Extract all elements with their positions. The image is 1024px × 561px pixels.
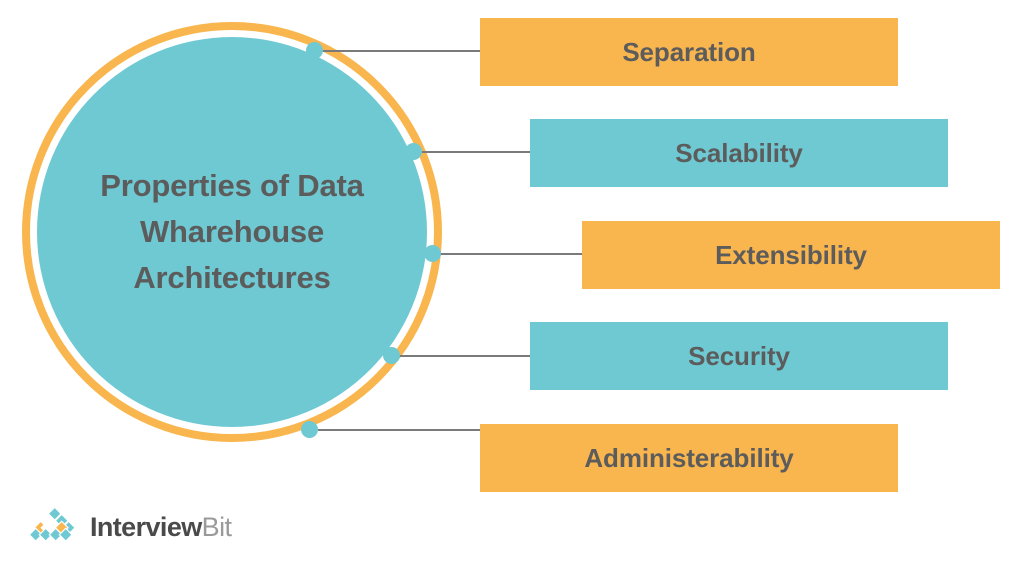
branch-label-security: Security	[688, 340, 790, 371]
connector-dot-separation	[306, 42, 323, 59]
wordmark-bit: Bit	[201, 511, 232, 542]
connector-line-administerability	[318, 429, 482, 431]
branch-bar-separation[interactable]: Separation	[480, 18, 898, 86]
connector-dot-administerability	[301, 421, 318, 438]
branch-label-administerability: Administerability	[584, 442, 794, 473]
interviewbit-diamond-pyramid-icon	[30, 507, 76, 542]
circle-inner-fill: Properties of Data Wharehouse Architectu…	[37, 37, 427, 427]
branch-bar-security[interactable]: Security	[530, 322, 948, 390]
connector-line-separation	[322, 50, 482, 52]
connector-line-security	[398, 355, 532, 357]
branch-bar-extensibility[interactable]: Extensibility	[582, 221, 1000, 289]
connector-dot-extensibility	[424, 245, 441, 262]
center-circle-group: Properties of Data Wharehouse Architectu…	[22, 22, 442, 442]
branch-bar-scalability[interactable]: Scalability	[530, 119, 948, 187]
connector-line-scalability	[420, 151, 532, 153]
connector-line-extensibility	[440, 253, 582, 255]
branch-label-scalability: Scalability	[675, 137, 803, 168]
branch-label-extensibility: Extensibility	[715, 239, 867, 270]
connector-dot-security	[383, 347, 400, 364]
circle-outer-ring	[22, 22, 442, 442]
center-title: Properties of Data Wharehouse Architectu…	[100, 168, 364, 295]
branch-label-separation: Separation	[622, 36, 756, 67]
branch-bar-administerability[interactable]: Administerability	[480, 424, 898, 492]
interviewbit-wordmark: InterviewBit	[90, 511, 232, 542]
wordmark-interview: Interview	[90, 511, 202, 542]
interviewbit-logo: InterviewBit	[30, 504, 232, 550]
connector-dot-scalability	[405, 143, 422, 160]
